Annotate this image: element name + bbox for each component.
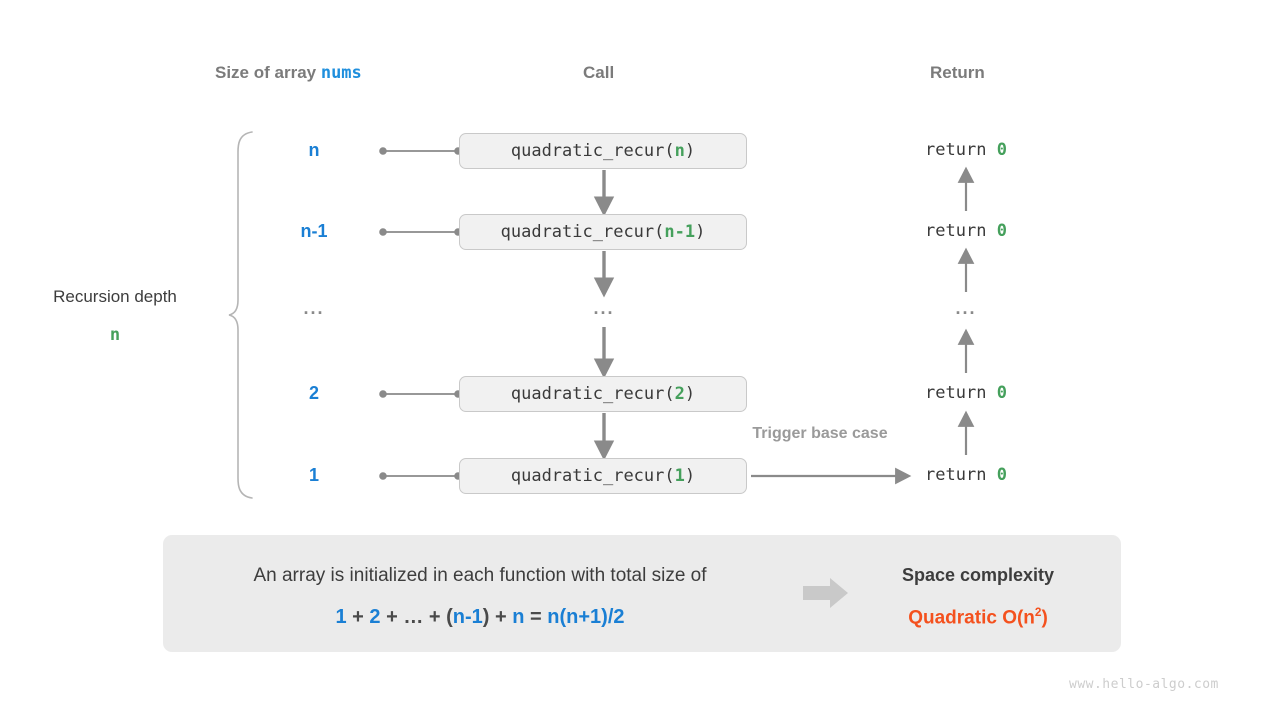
call-arg-row-2: n-1 [664,222,696,242]
return-label-row-5: return 0 [886,465,1046,485]
call-name-row-1: quadratic_recur( [510,141,675,161]
size-label-row-5: 1 [308,465,319,485]
return-row-3-ellipsis: ... [955,298,977,318]
header-call: Call [583,63,615,82]
call-box-row-5[interactable]: quadratic_recur(1) [459,458,747,494]
space-complexity-main: Quadratic O(n [908,607,1035,629]
summary-panel [163,535,1121,652]
space-complexity-value: Quadratic O(n2) [828,606,1128,629]
header-size-text: Size of array [215,63,321,82]
space-complexity-exponent: 2 [1034,606,1042,619]
return-keyword-row-4: return [925,383,997,403]
formula-token-0: 1 [335,606,347,628]
formula-token-5: + [423,606,447,628]
return-value-row-1: 0 [996,140,1007,160]
header-nums-token: nums [320,63,362,83]
header-size-of-array: Size of array nums [215,63,362,83]
formula-token-10: n [512,606,525,628]
call-arg-row-1: n [674,141,685,161]
call-box-row-1[interactable]: quadratic_recur(n) [459,133,747,169]
return-keyword-row-5: return [925,465,997,485]
call-paren-row-5: ) [684,466,696,486]
space-complexity-title: Space complexity [901,565,1055,585]
size-label-row-2: n-1 [300,221,328,241]
call-arg-row-5: 1 [674,466,685,486]
return-value-row-2: 0 [996,221,1007,241]
summary-description: An array is initialized in each function… [253,565,707,586]
formula-token-1: + [346,606,370,628]
recursion-depth-brace [228,131,253,499]
formula-token-3: + [380,606,404,628]
call-name-row-5: quadratic_recur( [510,466,675,486]
formula-token-7: n-1 [452,606,483,628]
size-label-row-3-ellipsis: ... [303,298,325,318]
formula-token-6: ( [446,606,453,628]
recursion-depth-value: n [109,325,121,345]
summary-formula: 1 + 2 + … + (n-1) + n = n(n+1)/2 [190,606,770,629]
return-label-row-1: return 0 [886,140,1046,160]
return-value-row-4: 0 [996,383,1007,403]
formula-token-11: = [524,606,548,628]
return-label-row-4: return 0 [886,383,1046,403]
call-paren-row-2: ) [695,222,706,242]
call-row-3-ellipsis: ... [593,298,615,318]
return-value-row-5: 0 [996,465,1007,485]
return-keyword-row-2: return [925,221,997,241]
formula-token-9: + [489,606,513,628]
trigger-base-case-label: Trigger base case [752,425,888,442]
call-name-row-2: quadratic_recur( [500,222,665,242]
formula-token-12: n(n+1)/2 [547,606,625,628]
header-return: Return [930,63,985,82]
recursion-depth-title: Recursion depth [53,287,177,306]
size-label-row-4: 2 [308,383,319,403]
space-complexity-tail: ) [1041,607,1048,629]
formula-token-2: 2 [369,606,381,628]
call-name-row-4: quadratic_recur( [510,384,675,404]
call-arg-row-4: 2 [674,384,685,404]
return-label-row-2: return 0 [886,221,1046,241]
watermark: www.hello-algo.com [1069,677,1219,692]
return-keyword-row-1: return [925,140,997,160]
call-box-row-4[interactable]: quadratic_recur(2) [459,376,747,412]
formula-token-8: ) [482,606,490,628]
call-paren-row-1: ) [684,141,696,161]
formula-token-4: … [403,606,424,628]
size-label-row-1: n [308,140,320,160]
call-box-row-2[interactable]: quadratic_recur(n-1) [459,214,747,250]
call-paren-row-4: ) [684,384,696,404]
